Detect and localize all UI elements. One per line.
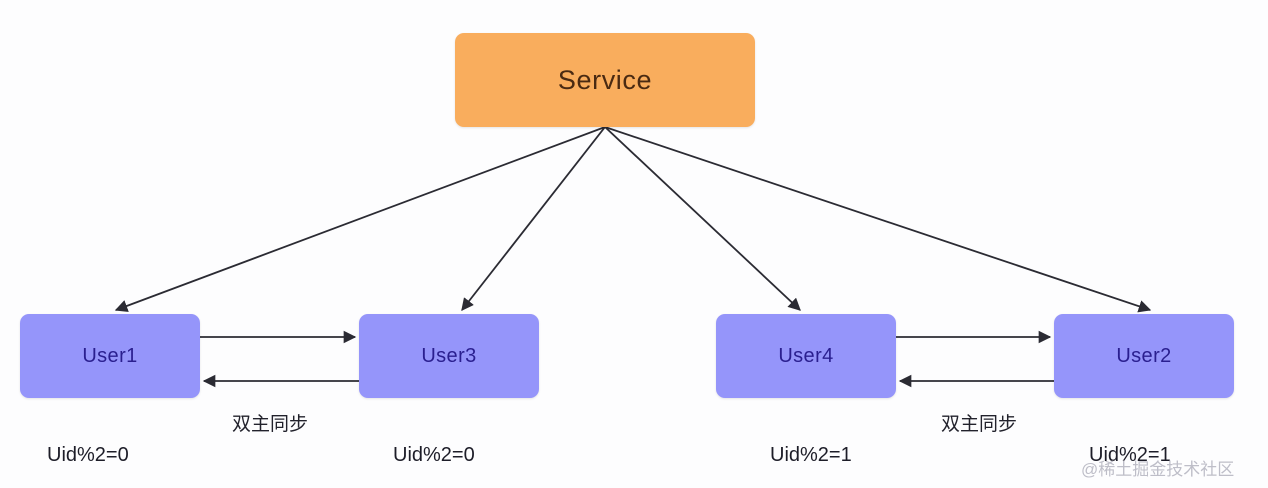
- node-user3-label: User3: [421, 344, 477, 367]
- node-user4[interactable]: User4: [716, 314, 896, 398]
- shard-label-user2: Uid%2=1: [1089, 444, 1171, 466]
- shard-label-user3: Uid%2=0: [393, 444, 475, 466]
- shard-label-user1: Uid%2=0: [47, 444, 129, 466]
- shard-label-user4: Uid%2=1: [770, 444, 852, 466]
- node-service[interactable]: Service: [455, 33, 755, 127]
- node-service-label: Service: [557, 64, 653, 95]
- node-user1-label: User1: [82, 344, 138, 367]
- sync-label-right: 双主同步: [941, 414, 1018, 435]
- node-user3[interactable]: User3: [359, 314, 539, 398]
- sync-label-left: 双主同步: [232, 414, 309, 435]
- node-user1[interactable]: User1: [20, 314, 200, 398]
- watermark: @稀土掘金技术社区: [1081, 460, 1235, 479]
- node-user4-label: User4: [778, 344, 834, 367]
- node-user2[interactable]: User2: [1054, 314, 1234, 398]
- node-user2-label: User2: [1116, 344, 1172, 367]
